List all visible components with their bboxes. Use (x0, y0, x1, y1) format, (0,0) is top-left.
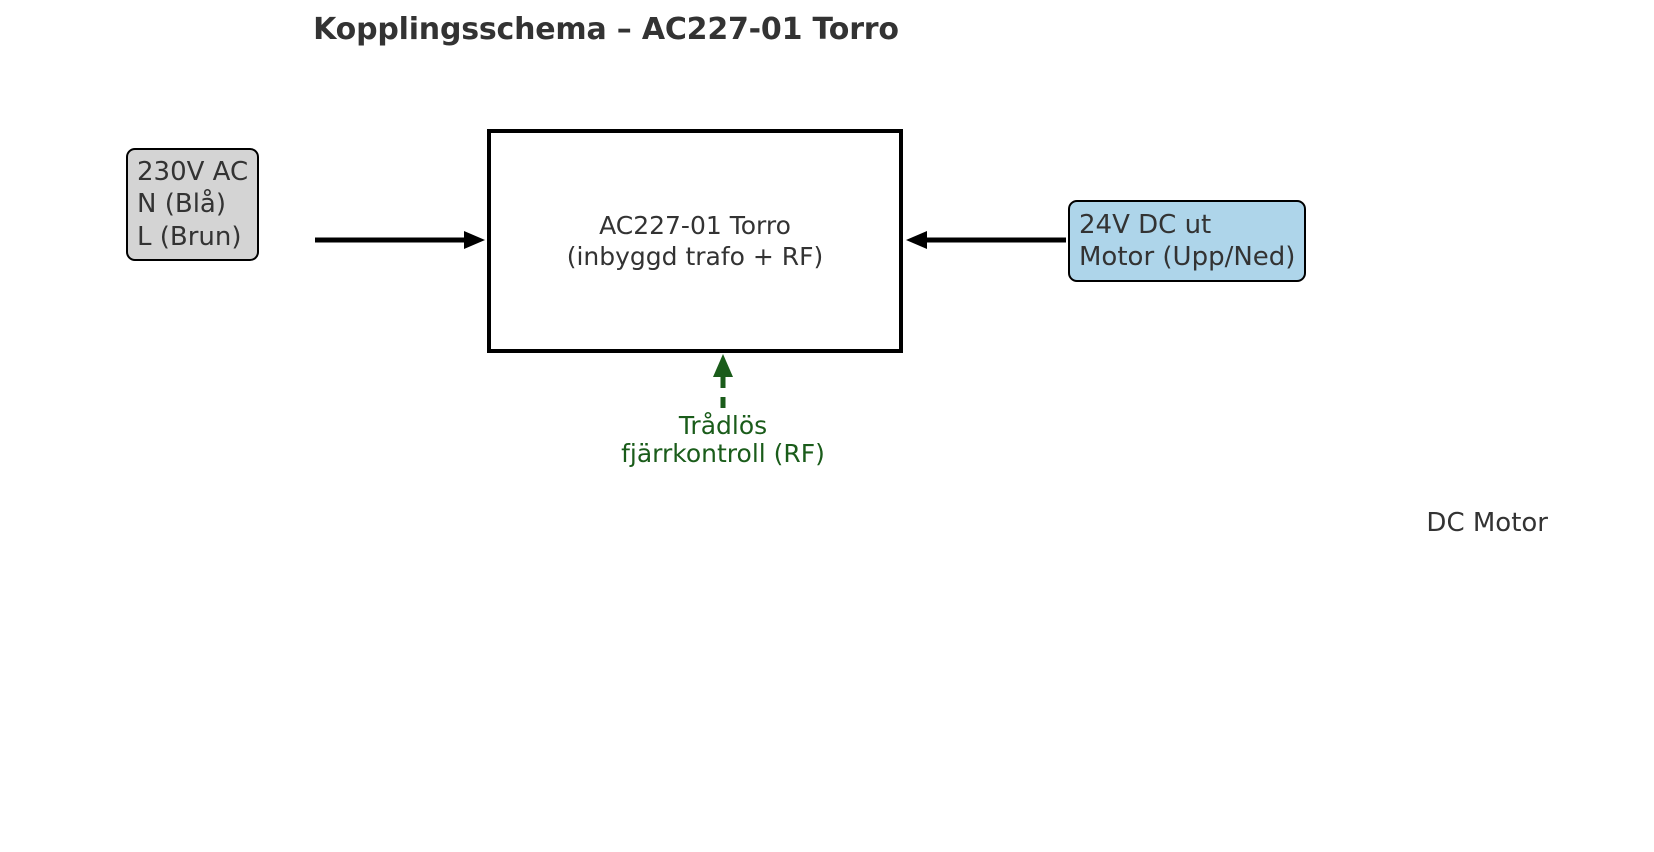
node-dc-output[interactable]: 24V DC ut Motor (Upp/Ned) (1068, 200, 1306, 282)
node-controller-line-1: AC227-01 Torro (599, 210, 791, 240)
arrow-supply-to-controller (315, 231, 485, 249)
node-mains-supply-line-2: N (Blå) (137, 189, 226, 220)
node-mains-supply-line-1: 230V AC (137, 156, 249, 187)
dc-motor-caption: DC Motor (1426, 508, 1548, 538)
rf-remote-label-line-1: Trådlös (678, 411, 768, 440)
page-title: Kopplingsschema – AC227-01 Torro (313, 12, 899, 47)
rf-remote-label-line-2: fjärrkontroll (RF) (621, 439, 825, 468)
rf-remote-label: Trådlös fjärrkontroll (RF) (563, 412, 883, 468)
node-mains-supply[interactable]: 230V AC N (Blå) L (Brun) (126, 148, 259, 261)
node-mains-supply-line-3: L (Brun) (137, 221, 242, 252)
node-dc-output-line-2: Motor (Upp/Ned) (1079, 242, 1296, 272)
node-controller[interactable]: AC227-01 Torro (inbyggd trafo + RF) (487, 129, 903, 353)
arrow-rf-to-controller (713, 354, 733, 408)
node-controller-line-2: (inbyggd trafo + RF) (566, 242, 824, 271)
node-dc-output-line-1: 24V DC ut (1079, 209, 1212, 240)
arrow-output-to-controller (906, 231, 1066, 249)
